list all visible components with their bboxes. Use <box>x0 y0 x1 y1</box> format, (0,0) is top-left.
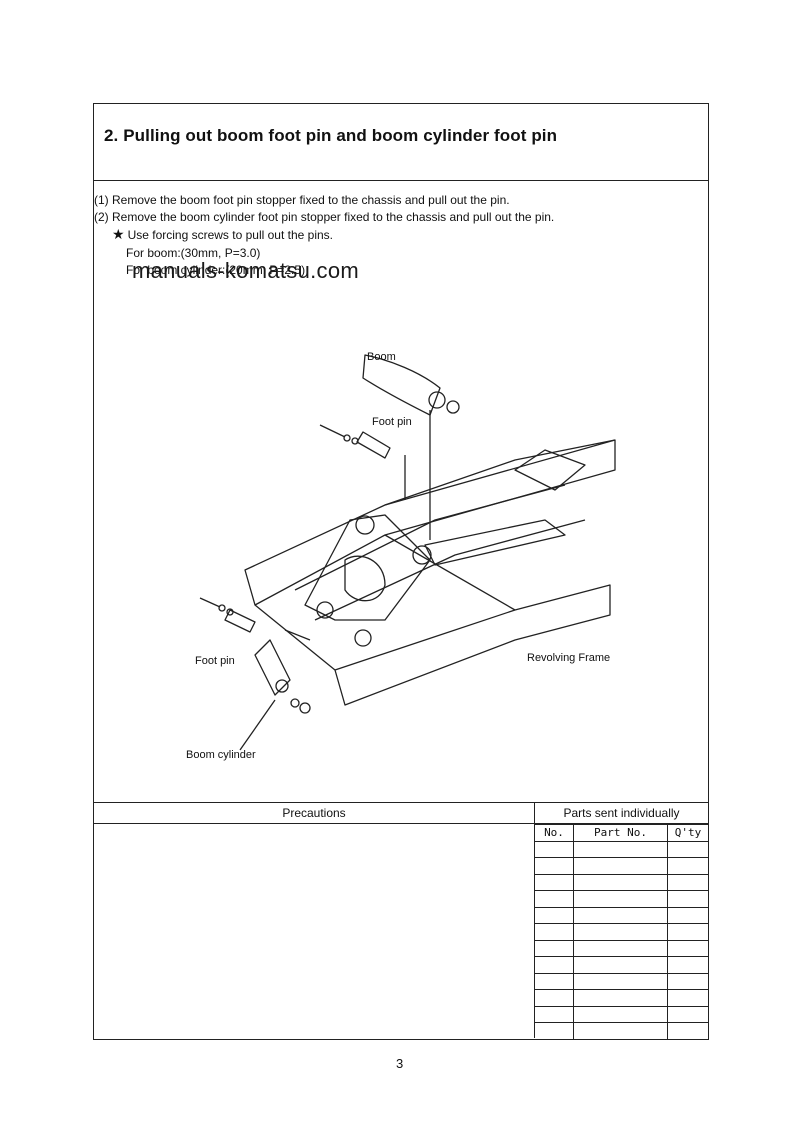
parts-cell-no <box>535 989 574 1007</box>
parts-panel: Parts sent individually No. Part No. Q't… <box>535 803 708 1040</box>
boom-pin <box>356 431 391 459</box>
label-revolving-frame: Revolving Frame <box>527 652 611 664</box>
parts-table-row <box>535 890 708 908</box>
parts-cell-no <box>535 890 574 908</box>
parts-cell-part-no <box>573 972 668 990</box>
boom-bushing <box>446 400 460 414</box>
label-foot-pin-top: Foot pin <box>372 416 412 428</box>
boom-cylinder-rod <box>254 639 291 696</box>
section-title: 2. Pulling out boom foot pin and boom cy… <box>104 126 558 145</box>
parts-cell-no <box>535 972 574 990</box>
column-header-no: No. <box>535 824 574 842</box>
parts-cell-part-no <box>573 906 668 924</box>
parts-table-row <box>535 956 708 974</box>
parts-table-row <box>535 939 708 957</box>
parts-cell-qty <box>667 890 708 908</box>
parts-header: Parts sent individually <box>535 803 708 824</box>
parts-cell-part-no <box>573 923 668 941</box>
bottom-section: Precautions Parts sent individually No. … <box>94 802 708 1040</box>
column-header-qty: Q'ty <box>667 824 708 842</box>
label-boom: Boom <box>367 351 396 363</box>
label-boom-cylinder: Boom cylinder <box>186 749 256 761</box>
bracket-left <box>304 514 431 621</box>
instruction-step-1: (1) Remove the boom foot pin stopper fix… <box>94 193 510 207</box>
parts-cell-qty <box>667 857 708 875</box>
parts-cell-no <box>535 923 574 941</box>
parts-table-row <box>535 1005 708 1023</box>
document-frame: 2. Pulling out boom foot pin and boom cy… <box>93 103 709 1040</box>
frame-bottom-left <box>254 604 336 671</box>
precautions-body <box>94 824 535 1038</box>
parts-cell-qty <box>667 939 708 957</box>
instruction-note: ★Use forcing screws to pull out the pins… <box>112 226 333 244</box>
frame-side-right <box>334 584 611 706</box>
page-number: 3 <box>396 1056 404 1071</box>
parts-table-row <box>535 972 708 990</box>
cylinder-pin <box>224 609 256 633</box>
parts-cell-qty <box>667 1005 708 1023</box>
parts-cell-qty <box>667 1022 708 1040</box>
parts-cell-part-no <box>573 857 668 875</box>
parts-cell-qty <box>667 873 708 891</box>
spec-boom: For boom:(30mm, P=3.0) <box>126 246 261 260</box>
title-row: 2. Pulling out boom foot pin and boom cy… <box>94 104 708 181</box>
parts-cell-part-no <box>573 873 668 891</box>
boom-end-shape <box>362 354 441 416</box>
parts-table-row <box>535 906 708 924</box>
parts-cell-part-no <box>573 939 668 957</box>
watermark: manuals-komatsu.com <box>132 258 359 283</box>
parts-table-body <box>535 840 708 1040</box>
label-foot-pin-left: Foot pin <box>195 655 235 667</box>
parts-cell-no <box>535 840 574 858</box>
arm-link <box>424 519 566 566</box>
parts-cell-qty <box>667 989 708 1007</box>
parts-cell-part-no <box>573 1005 668 1023</box>
parts-cell-part-no <box>573 1022 668 1040</box>
parts-cell-no <box>535 956 574 974</box>
column-header-part-no: Part No. <box>573 824 668 842</box>
revolving-frame-drawing <box>199 354 616 751</box>
star-icon: ★ <box>112 226 125 242</box>
parts-table-row <box>535 989 708 1007</box>
parts-cell-part-no <box>573 956 668 974</box>
parts-cell-no <box>535 1022 574 1040</box>
precautions-header: Precautions <box>94 803 535 824</box>
parts-cell-qty <box>667 923 708 941</box>
parts-cell-qty <box>667 972 708 990</box>
parts-table-row <box>535 857 708 875</box>
parts-cell-no <box>535 857 574 875</box>
parts-cell-no <box>535 1005 574 1023</box>
parts-cell-no <box>535 906 574 924</box>
parts-table: No. Part No. Q'ty <box>535 824 708 1040</box>
parts-cell-qty <box>667 956 708 974</box>
boom-pin-hole <box>428 391 446 409</box>
note-text: Use forcing screws to pull out the pins. <box>127 228 333 242</box>
spec-boom-cylinder: For boom cylinder:(20mm, P=2.5) <box>126 263 306 277</box>
parts-table-row <box>535 873 708 891</box>
parts-cell-part-no <box>573 890 668 908</box>
parts-cell-qty <box>667 840 708 858</box>
parts-cell-part-no <box>573 989 668 1007</box>
parts-table-row <box>535 923 708 941</box>
frame-floor <box>384 534 516 611</box>
parts-cell-part-no <box>573 840 668 858</box>
parts-table-header-row: No. Part No. Q'ty <box>535 824 708 842</box>
frame-top <box>384 439 616 506</box>
parts-table-row <box>535 1022 708 1040</box>
parts-cell-qty <box>667 906 708 924</box>
parts-cell-no <box>535 939 574 957</box>
parts-table-row <box>535 840 708 858</box>
instruction-step-2: (2) Remove the boom cylinder foot pin st… <box>94 210 555 224</box>
parts-cell-no <box>535 873 574 891</box>
exploded-diagram <box>185 320 635 775</box>
